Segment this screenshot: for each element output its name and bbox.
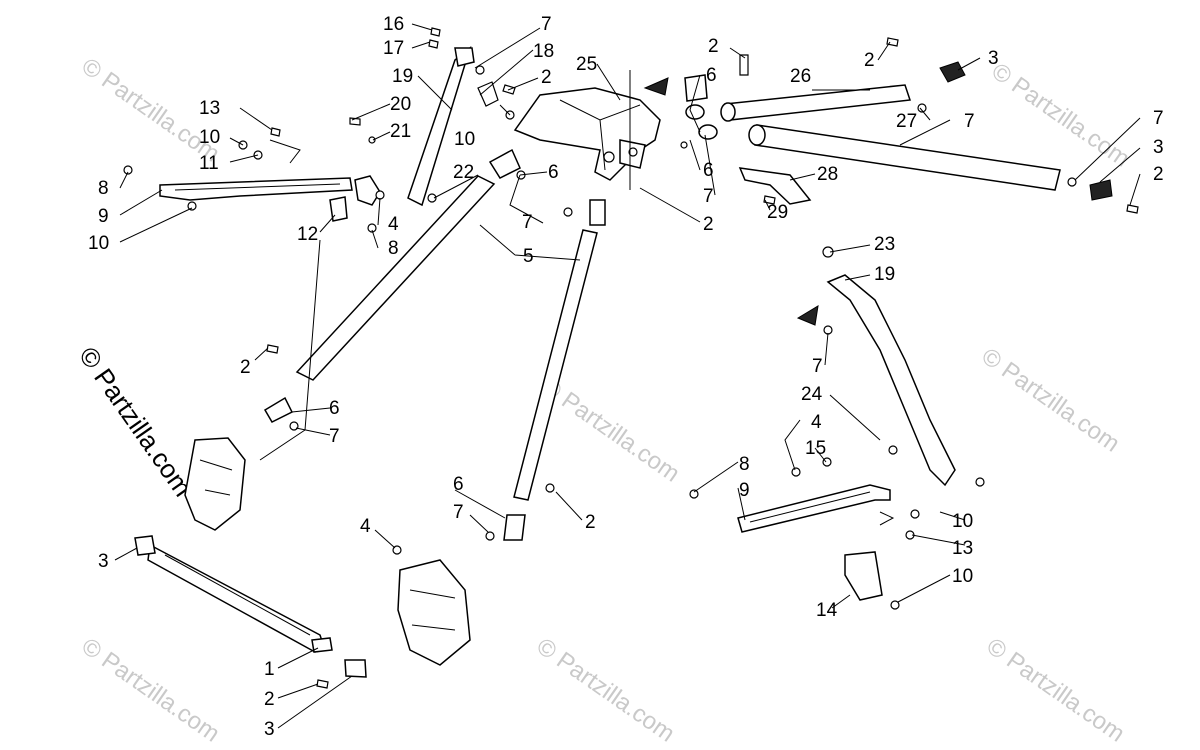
callout-9: 9 bbox=[98, 206, 109, 227]
callout-10d: 10 bbox=[952, 511, 973, 532]
callout-1: 1 bbox=[264, 659, 275, 680]
callout-2h: 2 bbox=[264, 689, 275, 710]
callout-28: 28 bbox=[817, 164, 838, 185]
frame-casting-center bbox=[392, 545, 471, 666]
callout-2: 2 bbox=[541, 67, 552, 88]
callout-10c: 10 bbox=[88, 233, 109, 254]
main-watermark: © Partzilla.com bbox=[73, 341, 198, 502]
callout-29: 29 bbox=[767, 202, 788, 223]
callout-21: 21 bbox=[390, 121, 411, 142]
callout-7g: 7 bbox=[329, 426, 340, 447]
callout-9b: 9 bbox=[739, 480, 750, 501]
upper-right-tubes bbox=[680, 37, 1139, 214]
left-diagonal-tube bbox=[263, 148, 526, 431]
callout-2f: 2 bbox=[240, 357, 251, 378]
frame-casting-left bbox=[184, 437, 246, 531]
callout-22: 22 bbox=[453, 162, 474, 183]
callout-20: 20 bbox=[390, 94, 411, 115]
callout-5: 5 bbox=[523, 246, 534, 267]
callout-7: 7 bbox=[541, 14, 552, 35]
right-curved-arm bbox=[796, 246, 985, 487]
callout-10: 10 bbox=[199, 127, 220, 148]
callout-24: 24 bbox=[801, 384, 823, 405]
callout-2d: 2 bbox=[864, 50, 875, 71]
callout-7e: 7 bbox=[1153, 108, 1164, 129]
callout-19: 19 bbox=[392, 66, 413, 87]
callout-26: 26 bbox=[790, 66, 811, 87]
watermark: © Partzilla.com bbox=[982, 633, 1130, 748]
callout-4: 4 bbox=[388, 214, 399, 235]
callout-19b: 19 bbox=[874, 264, 895, 285]
lower-right-brace bbox=[689, 457, 920, 610]
callout-3: 3 bbox=[988, 48, 999, 69]
callout-2e: 2 bbox=[1153, 164, 1164, 185]
callout-7f: 7 bbox=[812, 356, 823, 377]
callout-3b: 3 bbox=[1153, 137, 1164, 158]
callout-13b: 13 bbox=[952, 538, 973, 559]
callout-6b: 6 bbox=[706, 65, 717, 86]
callout-7c: 7 bbox=[703, 186, 714, 207]
callout-17: 17 bbox=[383, 38, 404, 59]
upper-left-brace bbox=[123, 127, 385, 233]
lower-bar bbox=[134, 535, 367, 689]
callout-4c: 4 bbox=[360, 516, 371, 537]
callout-labels: 16 17 19 7 18 2 25 13 10 11 20 21 10 8 9… bbox=[88, 14, 1164, 740]
callout-8b: 8 bbox=[388, 238, 399, 259]
callout-10b: 10 bbox=[454, 129, 475, 150]
callout-7h: 7 bbox=[453, 502, 464, 523]
callout-3c: 3 bbox=[98, 551, 109, 572]
callout-18: 18 bbox=[533, 41, 554, 62]
callout-2g: 2 bbox=[585, 512, 596, 533]
watermark: © Partzilla.com bbox=[987, 58, 1135, 173]
callout-10e: 10 bbox=[952, 566, 973, 587]
leader-lines bbox=[114, 23, 1141, 729]
callout-12: 12 bbox=[297, 224, 318, 245]
callout-27: 27 bbox=[896, 111, 917, 132]
callout-6e: 6 bbox=[453, 474, 464, 495]
callout-3d: 3 bbox=[264, 719, 275, 740]
callout-7d: 7 bbox=[964, 111, 975, 132]
callout-11: 11 bbox=[199, 153, 219, 174]
callout-15: 15 bbox=[805, 438, 826, 459]
callout-6: 6 bbox=[548, 162, 559, 183]
callout-4b: 4 bbox=[811, 412, 822, 433]
callout-6d: 6 bbox=[329, 398, 340, 419]
callout-16: 16 bbox=[383, 14, 404, 35]
callout-2b: 2 bbox=[703, 214, 714, 235]
callout-7b: 7 bbox=[522, 212, 533, 233]
callout-25: 25 bbox=[576, 54, 597, 75]
callout-13: 13 bbox=[199, 98, 220, 119]
watermark: © Partzilla.com bbox=[537, 373, 685, 488]
callout-14: 14 bbox=[816, 600, 838, 621]
upper-left-vertical-bar bbox=[349, 27, 516, 207]
callout-6c: 6 bbox=[703, 160, 714, 181]
watermark: © Partzilla.com bbox=[77, 633, 225, 748]
watermark: © Partzilla.com bbox=[532, 633, 680, 748]
callout-8: 8 bbox=[98, 178, 109, 199]
callout-23: 23 bbox=[874, 234, 895, 255]
callout-8c: 8 bbox=[739, 454, 750, 475]
center-diagonal-tube bbox=[485, 199, 606, 541]
central-bracket bbox=[513, 70, 669, 190]
watermark: © Partzilla.com bbox=[977, 343, 1125, 458]
callout-2c: 2 bbox=[708, 36, 719, 57]
